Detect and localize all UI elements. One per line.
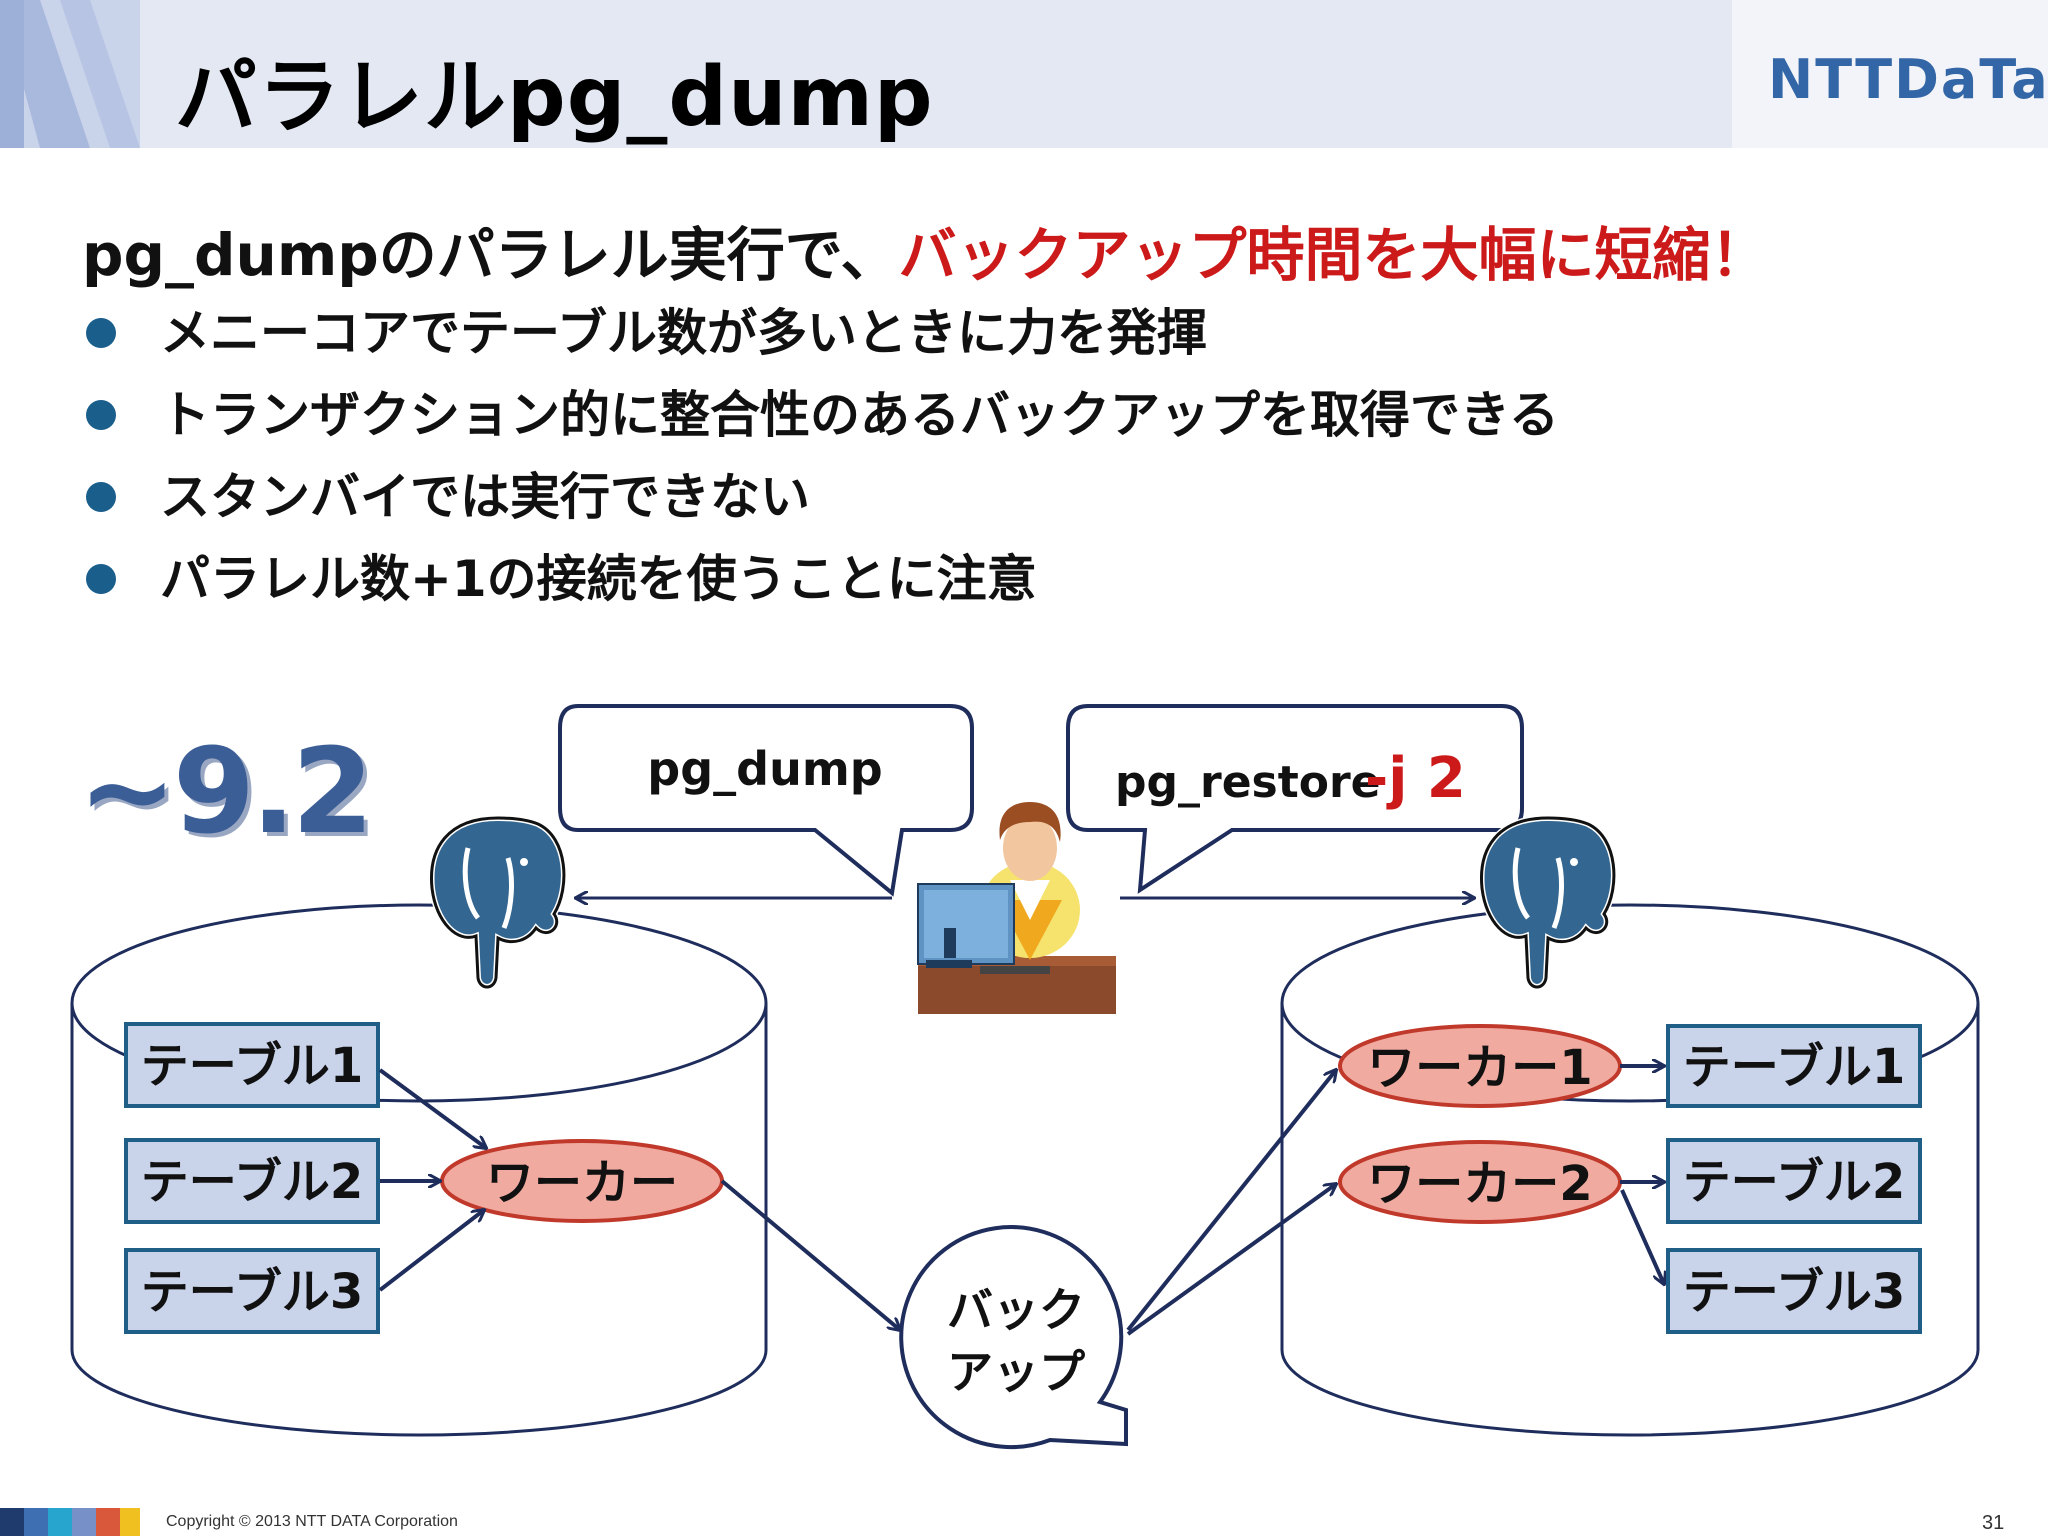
arrow-table-to-worker — [378, 1068, 486, 1148]
corner-stripes-icon — [0, 0, 140, 148]
svg-text:ワーカー: ワーカー — [486, 1155, 678, 1211]
backup-file-bubble: バック アップ — [899, 1225, 1128, 1449]
right-worker-ellipse: ワーカー1 — [1338, 1024, 1622, 1108]
svg-text:ワーカー2: ワーカー2 — [1367, 1156, 1592, 1212]
arrow-worker-to-table — [1620, 1189, 1664, 1284]
lead-highlight: バックアップ時間を大幅に短縮！ — [898, 221, 1769, 289]
pg-dump-callout: pg_dump — [558, 704, 974, 897]
header-logo-panel — [1732, 0, 2048, 148]
pg-restore-callout: pg_restore -j 2 — [1066, 704, 1524, 894]
right-worker-ellipse: ワーカー2 — [1338, 1140, 1622, 1224]
arrow-backup-to-worker — [1126, 1070, 1336, 1332]
left-table-box: テーブル2 — [124, 1138, 380, 1224]
bullet-dot-icon — [86, 400, 116, 430]
arrow-worker-to-backup — [720, 1179, 900, 1330]
svg-text:テーブル1: テーブル1 — [141, 1038, 364, 1094]
right-table-box: テーブル2 — [1666, 1138, 1922, 1224]
arrow-table-to-worker — [378, 1210, 484, 1292]
jobs-option-label: -j 2 — [1365, 746, 1466, 811]
svg-text:テーブル2: テーブル2 — [141, 1154, 364, 1210]
bullet-dot-icon — [86, 318, 116, 348]
bullet-item: スタンバイでは実行できない — [82, 456, 1559, 538]
page-number: 31 — [1982, 1512, 2005, 1534]
operator-at-computer-icon — [917, 802, 1116, 1014]
bullet-list: メニーコアでテーブル数が多いときに力を発揮 トランザクション的に整合性のあるバッ… — [82, 292, 1559, 620]
lead-statement: pg_dumpのパラレル実行で、バックアップ時間を大幅に短縮！ — [82, 208, 1769, 292]
svg-text:テーブル1: テーブル1 — [1683, 1039, 1906, 1095]
svg-text:アップ: アップ — [947, 1345, 1085, 1399]
slide-title: パラレルpg_dump — [175, 50, 934, 145]
postgresql-elephant-icon — [428, 814, 567, 990]
lead-text: pg_dumpのパラレル実行で、 — [82, 221, 899, 289]
svg-text:テーブル3: テーブル3 — [141, 1264, 364, 1320]
svg-text:バック: バック — [947, 1283, 1085, 1337]
svg-text:ワーカー1: ワーカー1 — [1367, 1040, 1592, 1096]
copyright-text: Copyright © 2013 NTT DATA Corporation — [166, 1513, 458, 1530]
ntt-data-logo: NTTDaTa — [1768, 48, 2048, 111]
svg-text:テーブル2: テーブル2 — [1683, 1154, 1906, 1210]
bullet-item: メニーコアでテーブル数が多いときに力を発揮 — [82, 292, 1559, 374]
right-table-box: テーブル1 — [1666, 1024, 1922, 1108]
bullet-item: パラレル数+1の接続を使うことに注意 — [82, 538, 1559, 620]
footer-color-bar — [0, 1508, 140, 1536]
left-table-box: テーブル1 — [124, 1022, 380, 1108]
pg-restore-label: pg_restore — [1115, 757, 1381, 808]
bullet-dot-icon — [86, 564, 116, 594]
svg-text:テーブル3: テーブル3 — [1683, 1264, 1906, 1320]
bullet-item: トランザクション的に整合性のあるバックアップを取得できる — [82, 374, 1559, 456]
pg-dump-label: pg_dump — [647, 742, 882, 796]
bullet-dot-icon — [86, 482, 116, 512]
left-worker-ellipse: ワーカー — [440, 1139, 724, 1223]
header-bar — [0, 0, 2048, 148]
arrow-backup-to-worker — [1126, 1184, 1336, 1336]
right-table-box: テーブル3 — [1666, 1248, 1922, 1334]
left-table-box: テーブル3 — [124, 1248, 380, 1334]
postgresql-elephant-icon — [1478, 814, 1617, 990]
version-label: ~9.2 — [78, 722, 374, 860]
corner-decoration — [0, 0, 140, 148]
